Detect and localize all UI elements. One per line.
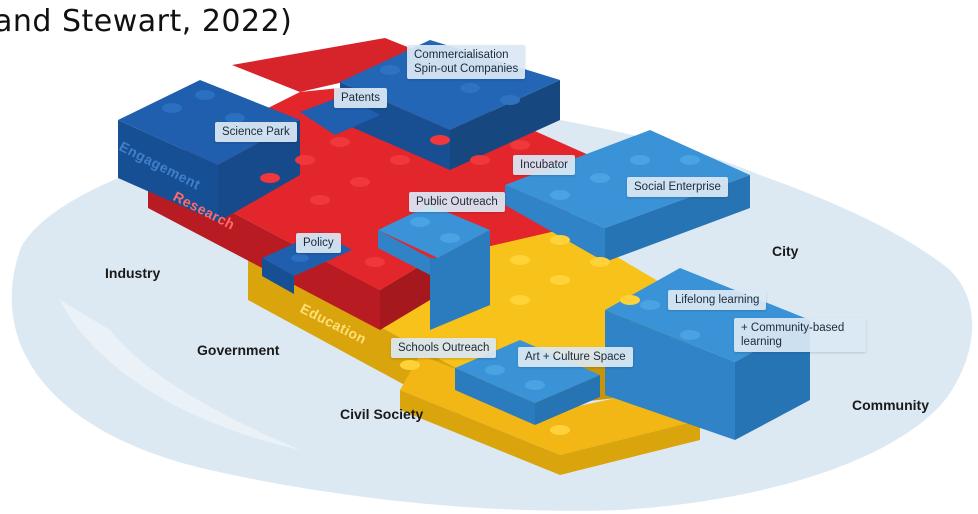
label-commercialisation-line-2: Spin-out Companies	[414, 63, 519, 75]
region-civil-society: Civil Society	[340, 406, 424, 422]
engagement-block-policy-side	[262, 258, 294, 294]
label-schools-outreach: Schools Outreach	[391, 338, 497, 358]
region-community: Community	[852, 397, 929, 413]
education-layer-extension-side	[400, 390, 700, 475]
label-community-based-line-2: learning	[741, 336, 782, 348]
label-patents: Patents	[334, 88, 387, 108]
ground-island-highlight	[60, 300, 300, 450]
label-public-outreach: Public Outreach	[409, 192, 505, 212]
community-block-outreach-top	[378, 205, 490, 258]
engagement-block-left-side	[118, 120, 218, 222]
research-layer-back	[232, 38, 440, 92]
label-incubator: Incubator	[513, 155, 575, 175]
engagement-block-left-front	[218, 120, 300, 222]
label-science-park: Science Park	[215, 122, 297, 142]
label-community-based-learning: + Community-based learning	[734, 318, 866, 352]
community-block-lifelong-left	[605, 310, 735, 440]
label-community-based-line-1: + Community-based	[741, 322, 845, 334]
region-city: City	[772, 243, 799, 259]
label-commercialisation: Commercialisation Spin-out Companies	[407, 45, 526, 79]
community-block-outreach-side	[430, 230, 490, 330]
label-lifelong-learning: Lifelong learning	[668, 290, 767, 310]
education-layer-side-left	[248, 255, 460, 415]
region-government: Government	[197, 342, 280, 358]
community-block-schools-front	[535, 375, 600, 425]
community-block-outreach-left	[378, 230, 430, 275]
citation-caption: and Stewart, 2022)	[0, 4, 293, 39]
label-commercialisation-line-1: Commercialisation	[414, 49, 509, 61]
engagement-block-top-front	[450, 80, 560, 170]
community-block-schools-side	[455, 368, 535, 425]
engagement-block-left-top	[118, 80, 300, 165]
label-art-culture-space: Art + Culture Space	[518, 347, 633, 367]
research-layer-side-right	[380, 260, 430, 330]
label-policy: Policy	[296, 233, 341, 253]
engagement-block-top-top	[340, 40, 560, 130]
community-block-social-left	[505, 185, 605, 262]
label-social-enterprise: Social Enterprise	[627, 177, 728, 197]
region-industry: Industry	[105, 265, 161, 281]
